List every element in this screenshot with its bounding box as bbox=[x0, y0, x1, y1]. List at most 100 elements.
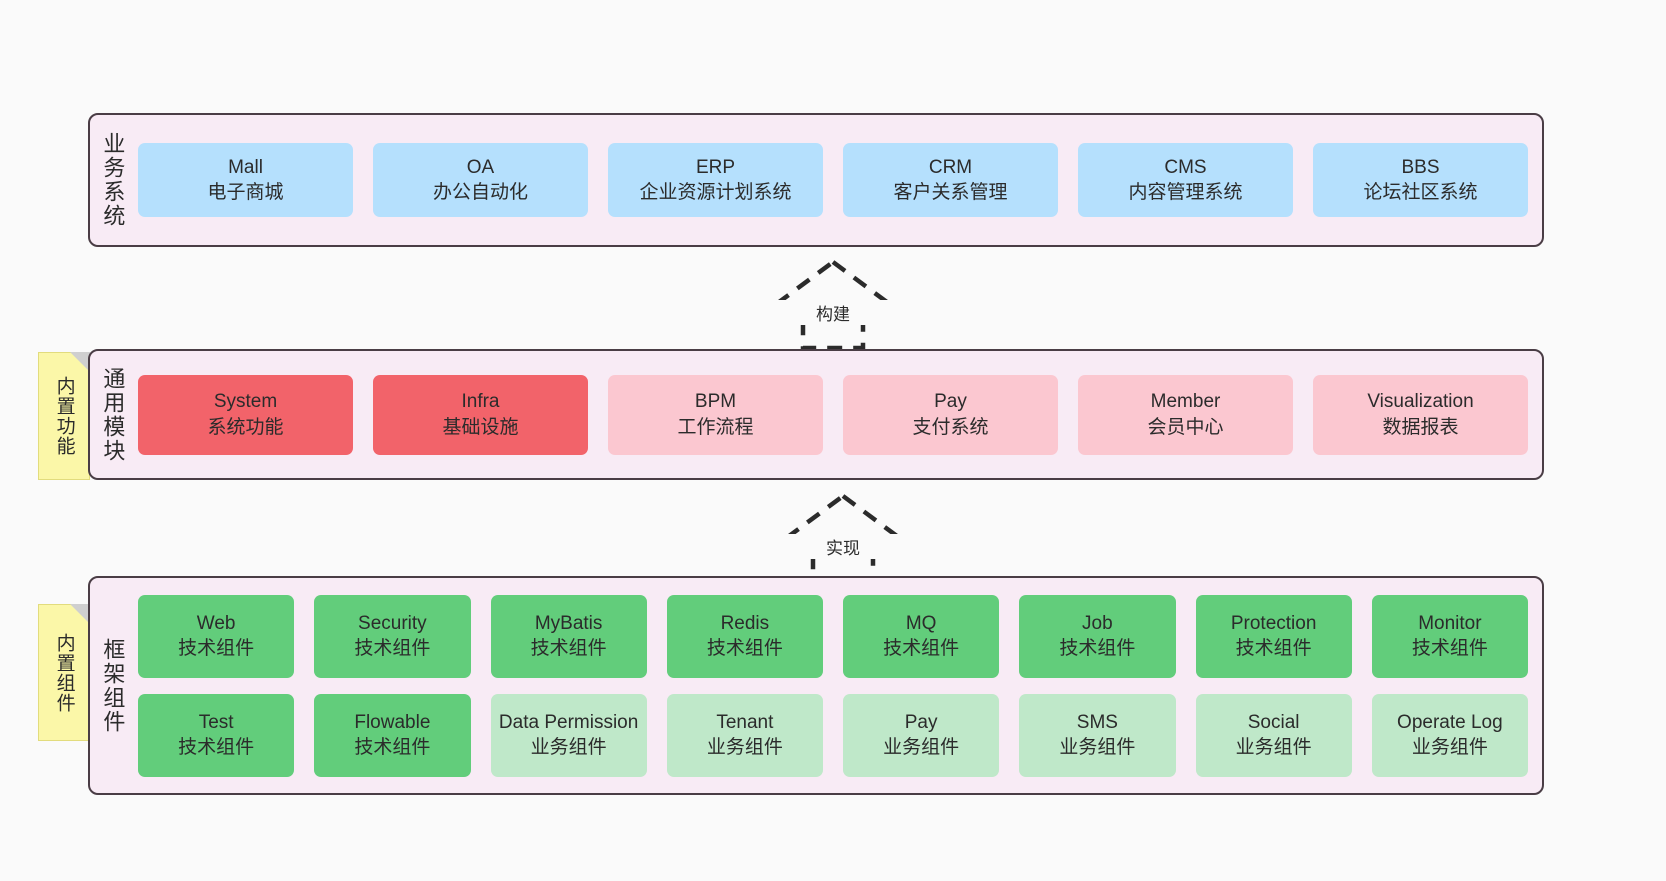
note-built-in-components: 内置组件 bbox=[38, 604, 90, 741]
module-card-visualization[interactable]: Visualization 数据报表 bbox=[1313, 374, 1528, 455]
component-card-monitor[interactable]: Monitor 技术组件 bbox=[1371, 594, 1528, 678]
module-card-infra[interactable]: Infra 基础设施 bbox=[373, 374, 588, 455]
layer-body-common-module: System 系统功能 Infra 基础设施 BPM 工作流程 Pay 支付系统… bbox=[134, 351, 1542, 478]
component-name: Job bbox=[1082, 612, 1113, 634]
component-card-flowable[interactable]: Flowable 技术组件 bbox=[314, 693, 471, 777]
component-card-mybatis[interactable]: MyBatis 技术组件 bbox=[490, 594, 647, 678]
module-card-bpm[interactable]: BPM 工作流程 bbox=[608, 374, 823, 455]
layer-row: Web 技术组件 Security 技术组件 MyBatis 技术组件 Redi… bbox=[138, 594, 1528, 678]
layer-row: System 系统功能 Infra 基础设施 BPM 工作流程 Pay 支付系统… bbox=[138, 374, 1528, 455]
layer-title-framework-component: 框架组件 bbox=[100, 637, 126, 734]
connector-label-build: 构建 bbox=[758, 300, 908, 325]
note-built-in-functions: 内置功能 bbox=[38, 352, 90, 480]
component-desc: 技术组件 bbox=[178, 737, 255, 758]
module-name: BPM bbox=[694, 391, 737, 413]
component-card-sms[interactable]: SMS 业务组件 bbox=[1019, 693, 1176, 777]
module-desc: 办公自动化 bbox=[432, 182, 528, 203]
layer-framework-component: 框架组件 Web 技术组件 Security 技术组件 MyBatis 技术组件… bbox=[88, 576, 1544, 795]
layer-row: Test 技术组件 Flowable 技术组件 Data Permission … bbox=[138, 693, 1528, 777]
module-name: Mall bbox=[228, 156, 263, 178]
module-card-member[interactable]: Member 会员中心 bbox=[1078, 374, 1293, 455]
module-card-mall[interactable]: Mall 电子商城 bbox=[138, 143, 353, 217]
module-name: CRM bbox=[928, 156, 973, 178]
component-card-test[interactable]: Test 技术组件 bbox=[138, 693, 295, 777]
component-name: Pay bbox=[904, 711, 938, 733]
module-name: CMS bbox=[1164, 156, 1207, 178]
module-card-oa[interactable]: OA 办公自动化 bbox=[373, 143, 588, 217]
module-name: Infra bbox=[461, 391, 500, 413]
component-card-redis[interactable]: Redis 技术组件 bbox=[666, 594, 823, 678]
component-desc: 技术组件 bbox=[354, 638, 431, 659]
component-desc: 业务组件 bbox=[1235, 737, 1312, 758]
component-desc: 业务组件 bbox=[1059, 737, 1136, 758]
module-name: Visualization bbox=[1367, 391, 1474, 413]
component-name: MyBatis bbox=[534, 612, 603, 634]
module-desc: 支付系统 bbox=[912, 416, 989, 438]
module-desc: 内容管理系统 bbox=[1128, 182, 1243, 203]
component-desc: 技术组件 bbox=[883, 638, 960, 659]
component-card-web[interactable]: Web 技术组件 bbox=[138, 594, 295, 678]
component-desc: 业务组件 bbox=[706, 737, 783, 758]
component-card-protection[interactable]: Protection 技术组件 bbox=[1195, 594, 1352, 678]
connector-build: 构建 bbox=[758, 258, 908, 350]
component-name: Monitor bbox=[1418, 612, 1482, 634]
module-card-system[interactable]: System 系统功能 bbox=[138, 374, 353, 455]
layer-title-common-module: 通用模块 bbox=[100, 366, 126, 463]
component-desc: 技术组件 bbox=[354, 737, 431, 758]
component-desc: 技术组件 bbox=[1059, 638, 1136, 659]
module-desc: 工作流程 bbox=[677, 416, 754, 438]
layer-row: Mall 电子商城 OA 办公自动化 ERP 企业资源计划系统 CRM 客户关系… bbox=[138, 143, 1528, 217]
module-card-erp[interactable]: ERP 企业资源计划系统 bbox=[608, 143, 823, 217]
component-card-mq[interactable]: MQ 技术组件 bbox=[843, 594, 1000, 678]
component-name: Redis bbox=[720, 612, 770, 634]
component-desc: 业务组件 bbox=[530, 737, 607, 758]
module-desc: 会员中心 bbox=[1147, 416, 1224, 438]
module-name: OA bbox=[466, 156, 495, 178]
component-card-job[interactable]: Job 技术组件 bbox=[1019, 594, 1176, 678]
module-card-bbs[interactable]: BBS 论坛社区系统 bbox=[1313, 143, 1528, 217]
module-name: Member bbox=[1150, 391, 1221, 413]
note-label: 内置组件 bbox=[53, 632, 75, 713]
component-name: Security bbox=[358, 612, 427, 634]
layer-body-business-system: Mall 电子商城 OA 办公自动化 ERP 企业资源计划系统 CRM 客户关系… bbox=[134, 115, 1542, 245]
component-name: MQ bbox=[905, 612, 937, 634]
component-card-tenant[interactable]: Tenant 业务组件 bbox=[666, 693, 823, 777]
connector-label-implement: 实现 bbox=[768, 534, 918, 559]
component-desc: 业务组件 bbox=[883, 737, 960, 758]
module-name: System bbox=[213, 391, 278, 413]
module-desc: 论坛社区系统 bbox=[1363, 182, 1478, 203]
component-desc: 业务组件 bbox=[1411, 737, 1488, 758]
component-name: SMS bbox=[1076, 711, 1118, 733]
component-name: Protection bbox=[1230, 612, 1317, 634]
module-name: BBS bbox=[1401, 156, 1440, 178]
component-name: Web bbox=[196, 612, 236, 634]
layer-title-business-system: 业务系统 bbox=[100, 132, 126, 228]
component-desc: 技术组件 bbox=[1235, 638, 1312, 659]
component-card-data-permission[interactable]: Data Permission 业务组件 bbox=[490, 693, 647, 777]
module-card-cms[interactable]: CMS 内容管理系统 bbox=[1078, 143, 1293, 217]
component-card-social[interactable]: Social 业务组件 bbox=[1195, 693, 1352, 777]
component-card-operate-log[interactable]: Operate Log 业务组件 bbox=[1371, 693, 1528, 777]
component-desc: 技术组件 bbox=[530, 638, 607, 659]
component-name: Flowable bbox=[354, 711, 431, 733]
module-name: Pay bbox=[934, 391, 967, 413]
module-card-pay[interactable]: Pay 支付系统 bbox=[843, 374, 1058, 455]
module-desc: 客户关系管理 bbox=[893, 182, 1008, 203]
module-name: ERP bbox=[695, 156, 736, 178]
connector-implement: 实现 bbox=[768, 492, 918, 584]
component-name: Test bbox=[198, 711, 234, 733]
layer-business-system: 业务系统 Mall 电子商城 OA 办公自动化 ERP 企业资源计划系统 CRM… bbox=[88, 113, 1544, 247]
component-name: Operate Log bbox=[1397, 711, 1503, 733]
module-desc: 电子商城 bbox=[207, 182, 284, 203]
component-name: Data Permission bbox=[498, 711, 639, 733]
component-desc: 技术组件 bbox=[1411, 638, 1488, 659]
component-card-security[interactable]: Security 技术组件 bbox=[314, 594, 471, 678]
module-desc: 系统功能 bbox=[207, 416, 284, 438]
layer-common-module: 通用模块 System 系统功能 Infra 基础设施 BPM 工作流程 Pay… bbox=[88, 349, 1544, 480]
note-label: 内置功能 bbox=[53, 376, 75, 456]
module-card-crm[interactable]: CRM 客户关系管理 bbox=[843, 143, 1058, 217]
module-desc: 数据报表 bbox=[1382, 416, 1459, 438]
layer-body-framework-component: Web 技术组件 Security 技术组件 MyBatis 技术组件 Redi… bbox=[134, 578, 1542, 793]
component-desc: 技术组件 bbox=[706, 638, 783, 659]
component-card-pay[interactable]: Pay 业务组件 bbox=[843, 693, 1000, 777]
